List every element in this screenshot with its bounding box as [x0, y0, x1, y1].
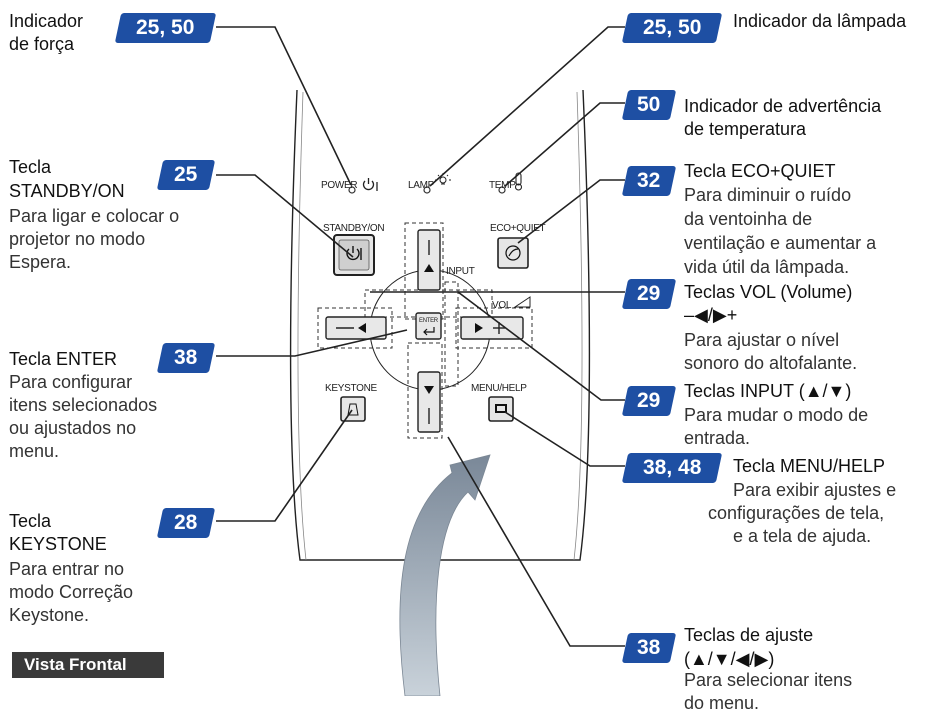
thermometer-icon [514, 172, 523, 191]
front-view-arrow [399, 454, 491, 696]
standby-desc-1: Para ligar e colocar o [9, 206, 180, 226]
enter-page-badge: 38 [156, 343, 216, 373]
menu-page-badge: 38, 48 [621, 453, 723, 483]
remote-standby-label: STANDBY/ON [323, 223, 385, 234]
adjust-title-1: Teclas de ajuste [684, 625, 814, 645]
vol-desc-2: sonoro do altofalante. [684, 353, 858, 373]
standby-desc-3: Espera. [9, 252, 72, 272]
standby-on-button[interactable] [334, 235, 374, 275]
input-page-badge: 29 [621, 386, 677, 416]
remote-enter-label: ENTER [419, 318, 438, 324]
input-desc-2: entrada. [684, 428, 751, 448]
remote-input-label: INPUT [446, 266, 475, 277]
power-indicator-title-2: de força [9, 34, 75, 54]
remote-body-inner [297, 91, 307, 561]
keystone-desc-2: modo Correção [9, 582, 134, 602]
down-arrow-button[interactable] [418, 372, 440, 432]
keystone-desc-1: Para entrar no [9, 559, 125, 579]
vol-page-badge: 29 [621, 279, 677, 309]
eco-desc-4: vida útil da lâmpada. [684, 257, 850, 277]
enter-button[interactable] [416, 313, 441, 339]
keystone-desc-3: Keystone. [9, 605, 90, 625]
eco-quiet-button[interactable] [498, 238, 528, 268]
standby-page-badge: 25 [156, 160, 216, 190]
lamp-indicator-led [423, 186, 431, 194]
menu-title: Tecla MENU/HELP [733, 456, 886, 476]
adjust-desc-1: Para selecionar itens [684, 670, 853, 690]
keystone-title-1: Tecla [9, 511, 52, 531]
enter-desc-1: Para configurar [9, 372, 133, 392]
adjust-desc-2: do menu. [684, 693, 760, 713]
adjust-title-2: (▲/▼/◀/▶) [684, 649, 775, 669]
vol-title-2: –◀/▶+ [684, 305, 738, 325]
lamp-indicator-title: Indicador da lâmpada [733, 11, 907, 31]
eco-button-shape [497, 237, 529, 269]
left-key-shape [325, 316, 387, 340]
remote-temp-label: TEMP [489, 180, 516, 191]
menu-desc-1: Para exibir ajustes e [733, 480, 897, 500]
keystone-button-shape [340, 396, 366, 422]
temp-indicator-led [498, 186, 506, 194]
remote-menu-label: MENU/HELP [471, 383, 527, 394]
adjust-page-badge: 38 [621, 633, 677, 663]
power-symbol-icon [362, 178, 375, 191]
up-key-shape [417, 229, 441, 291]
front-view-tag: Vista Frontal [12, 652, 164, 678]
lamp-page-badge: 25, 50 [621, 13, 723, 43]
vol-desc-1: Para ajustar o nível [684, 330, 840, 350]
remote-lamp-label: LAMP [408, 180, 435, 191]
enter-desc-3: ou ajustados no [9, 418, 137, 438]
keystone-page-badge: 28 [156, 508, 216, 538]
standby-desc-2: projetor no modo [9, 229, 146, 249]
volume-up-right-button[interactable] [461, 317, 523, 339]
standby-title-1: Tecla [9, 157, 52, 177]
menu-help-button[interactable] [489, 397, 513, 421]
temp-title-1: Indicador de advertência [684, 96, 882, 116]
remote-eco-label: ECO+QUIET [490, 223, 546, 234]
eco-page-badge: 32 [621, 166, 677, 196]
menu-desc-3: e a tela de ajuda. [733, 526, 872, 546]
eco-title: Tecla ECO+QUIET [684, 161, 836, 181]
power-indicator-title-1: Indicador [9, 11, 84, 31]
down-key-shape [417, 371, 441, 433]
power-page-badge: 25, 50 [114, 13, 217, 43]
enter-key-shape [415, 312, 442, 340]
temp-title-2: de temperatura [684, 119, 807, 139]
enter-desc-2: itens selecionados [9, 395, 158, 415]
vol-title-1: Teclas VOL (Volume) [684, 282, 853, 302]
remote-diagram [216, 26, 625, 696]
up-arrow-button[interactable] [418, 230, 440, 290]
volume-down-left-button[interactable] [326, 317, 386, 339]
standby-title-2: STANDBY/ON [9, 181, 125, 201]
input-title: Teclas INPUT (▲/▼) [684, 381, 852, 401]
eco-desc-2: da ventoinha de [684, 209, 813, 229]
temp-page-badge: 50 [621, 90, 677, 120]
eco-desc-1: Para diminuir o ruído [684, 185, 852, 205]
remote-keystone-label: KEYSTONE [325, 383, 377, 394]
enter-desc-4: menu. [9, 441, 60, 461]
keystone-button[interactable] [341, 397, 365, 421]
enter-title: Tecla ENTER [9, 349, 118, 369]
menu-desc-2: configurações de tela, [708, 503, 885, 523]
input-desc-1: Para mudar o modo de [684, 405, 869, 425]
power-indicator-led [348, 186, 356, 194]
remote-vol-label: VOL [492, 300, 512, 311]
remote-power-label: POWER [321, 180, 358, 191]
keystone-title-2: KEYSTONE [9, 534, 107, 554]
eco-desc-3: ventilação e aumentar a [684, 233, 877, 253]
